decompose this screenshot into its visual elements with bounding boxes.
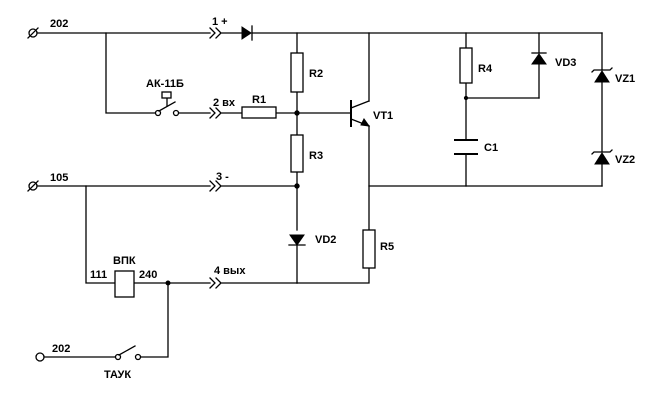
resistor-r4: R4 bbox=[459, 47, 493, 84]
pin-3-label: 3 - bbox=[216, 171, 229, 183]
diode-vd2: VD2 bbox=[288, 234, 336, 246]
zener-vz1: VZ1 bbox=[591, 67, 635, 85]
zener-vz2-label: VZ2 bbox=[615, 154, 635, 166]
relay-vpk-label: ВПК bbox=[113, 255, 136, 267]
transistor-vt1-label: VT1 bbox=[373, 110, 393, 122]
terminal-202-bottom-label: 202 bbox=[52, 343, 70, 355]
zener-vz1-label: VZ1 bbox=[615, 73, 635, 85]
pin-1: 1 + bbox=[209, 16, 228, 39]
resistor-r1-label: R1 bbox=[252, 94, 266, 106]
pin-2: 2 вх bbox=[209, 97, 236, 119]
terminal-202-top: 202 bbox=[27, 18, 68, 39]
terminal-105-label: 105 bbox=[50, 172, 68, 184]
diode-vd3: VD3 bbox=[531, 52, 576, 69]
pin-3: 3 - bbox=[209, 171, 229, 192]
pin-4-label: 4 вых bbox=[214, 265, 246, 277]
diode-vd2-label: VD2 bbox=[315, 234, 336, 246]
switch-tauk: ТАУК bbox=[104, 345, 142, 381]
pin-4: 4 вых bbox=[209, 265, 246, 289]
resistor-r4-label: R4 bbox=[478, 63, 493, 75]
switch-ak: АК-11Б bbox=[146, 78, 184, 117]
resistor-r2: R2 bbox=[290, 52, 323, 93]
terminal-202-bottom: 202 bbox=[35, 343, 70, 362]
diode-vd3-label: VD3 bbox=[555, 57, 576, 69]
resistor-r2-label: R2 bbox=[309, 68, 323, 80]
resistor-r3-label: R3 bbox=[309, 150, 323, 162]
relay-pin-right-label: 240 bbox=[139, 269, 157, 281]
input-diode bbox=[241, 25, 253, 41]
capacitor-c1-label: C1 bbox=[484, 142, 498, 154]
resistor-r5-label: R5 bbox=[380, 241, 394, 253]
resistor-r1: R1 bbox=[241, 94, 277, 119]
switch-tauk-label: ТАУК bbox=[104, 369, 131, 381]
zener-vz2: VZ2 bbox=[591, 149, 635, 166]
resistor-r3: R3 bbox=[290, 134, 323, 173]
pin-1-label: 1 + bbox=[212, 16, 228, 28]
transistor-vt1: VT1 bbox=[350, 100, 393, 127]
terminal-202-top-label: 202 bbox=[50, 18, 68, 30]
relay-pin-left-label: 111 bbox=[90, 269, 107, 281]
relay-vpk: ВПК 111 240 bbox=[90, 255, 157, 298]
switch-ak-label: АК-11Б bbox=[146, 78, 184, 90]
capacitor-c1: C1 bbox=[454, 139, 498, 155]
terminal-105: 105 bbox=[27, 172, 68, 192]
pin-2-label: 2 вх bbox=[213, 97, 236, 109]
junction-dots bbox=[165, 95, 469, 286]
wires bbox=[37, 32, 603, 358]
resistor-r5: R5 bbox=[362, 229, 394, 269]
